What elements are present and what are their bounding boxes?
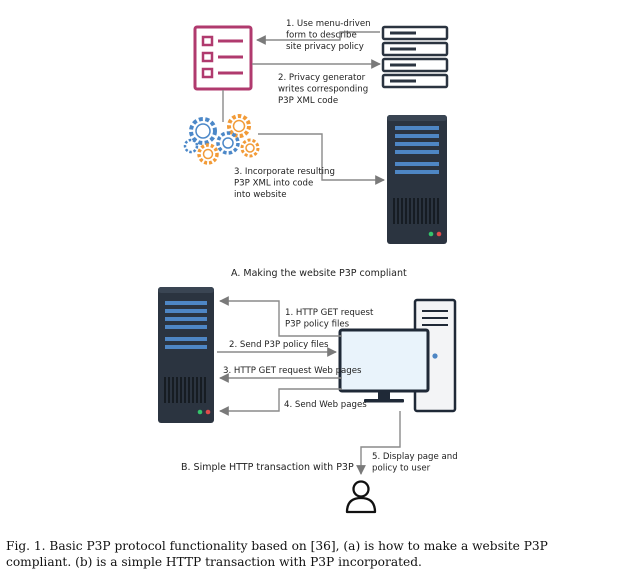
- b-step5-label: 5. Display page and policy to user: [372, 452, 460, 474]
- arrow-b-step4: [219, 388, 342, 416]
- b-step3-label: 3. HTTP GET request Web pages: [223, 366, 362, 376]
- arrow-a-step3: [258, 133, 385, 185]
- arrow-b-step5: [356, 411, 401, 475]
- part-a-title: A. Making the website P3P compliant: [231, 268, 407, 279]
- a-step3-label: 3. Incorporate resulting P3P XML into co…: [234, 167, 338, 200]
- user-icon: [345, 480, 377, 514]
- b-step2-label: 2. Send P3P policy files: [229, 340, 329, 350]
- b-step1-label: 1. HTTP GET request P3P policy files: [285, 308, 376, 330]
- figure-caption: Fig. 1. Basic P3P protocol functionality…: [6, 539, 548, 569]
- arrow-b-step1: [219, 296, 342, 337]
- part-b-title: B. Simple HTTP transaction with P3P: [181, 462, 354, 473]
- arrow-a-step1: [256, 31, 380, 45]
- b-step4-label: 4. Send Web pages: [284, 400, 367, 410]
- policy-form-icon: [193, 25, 253, 91]
- a-step2-label: 2. Privacy generator writes correspondin…: [278, 73, 371, 106]
- a-step1-label: 1. Use menu-driven form to describe site…: [286, 19, 373, 52]
- web-server-icon-b: [158, 287, 214, 423]
- web-server-icon-a: [387, 115, 447, 244]
- client-computer-icon: [338, 298, 457, 413]
- rack-server-icon: [381, 25, 449, 89]
- gears-icon: [183, 114, 260, 165]
